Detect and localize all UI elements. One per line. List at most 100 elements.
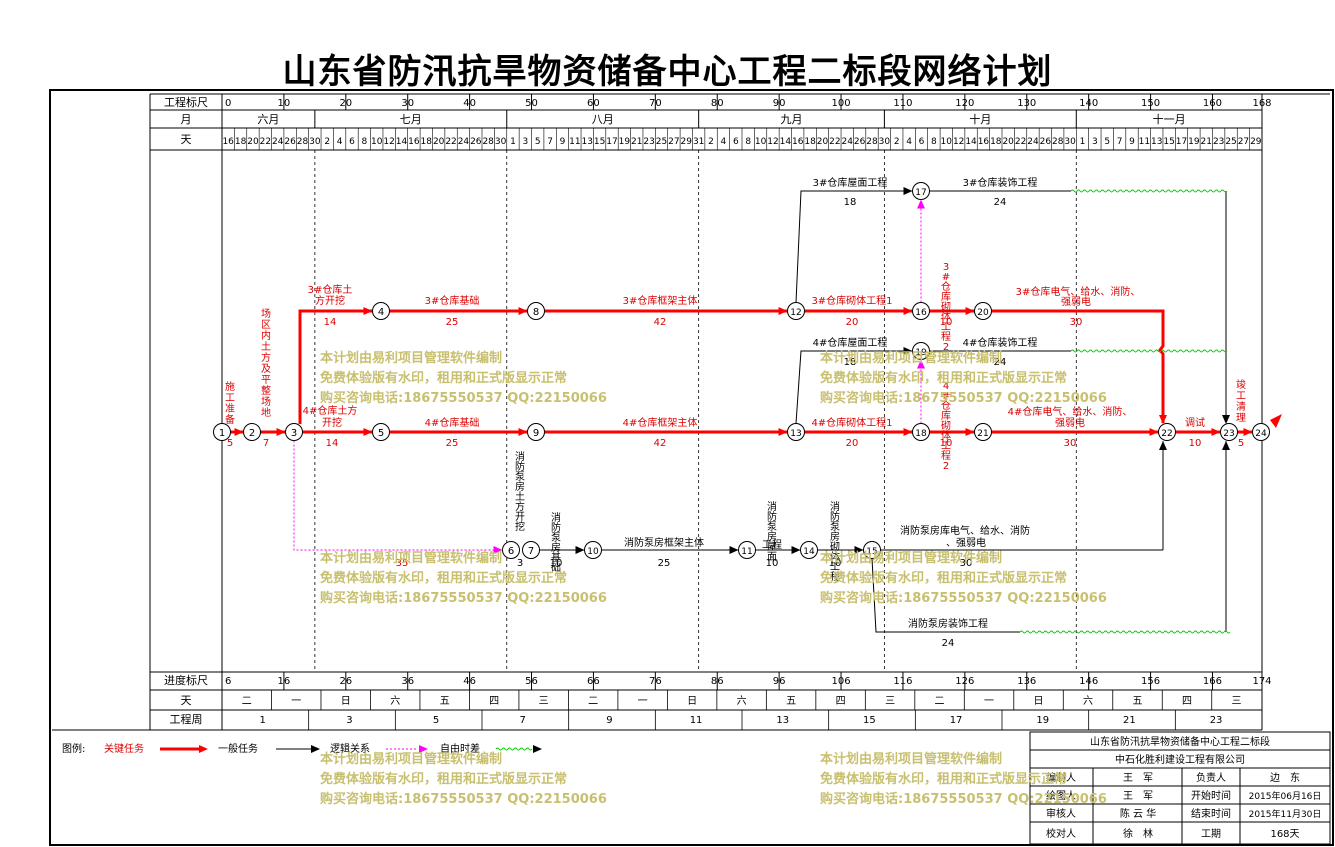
act-9-13: 4#仓库框架主体 <box>623 416 698 429</box>
day-number: 26 <box>470 137 482 147</box>
progress-tick-label: 126 <box>955 676 974 687</box>
arrowhead <box>311 745 320 753</box>
vertical-label-char: 土 <box>261 340 271 353</box>
day-number: 18 <box>421 137 433 147</box>
vertical-label-char: 及 <box>261 363 271 375</box>
vertical-label-char: 泵 <box>515 471 525 483</box>
day-number: 23 <box>643 137 654 147</box>
weekday-name: 五 <box>786 696 796 707</box>
day-number: 30 <box>495 137 507 147</box>
vertical-label-char: 仓 <box>941 280 951 293</box>
day-number: 29 <box>1250 137 1262 147</box>
scale-tick-label: 60 <box>587 98 600 109</box>
day-label: 天 <box>181 133 192 146</box>
node-label: 13 <box>790 429 801 439</box>
node-label: 18 <box>915 429 927 439</box>
day-number: 21 <box>1201 137 1212 147</box>
month-name: 十月 <box>969 112 991 126</box>
day-number: 26 <box>284 137 296 147</box>
progress-tick-label: 26 <box>339 676 352 687</box>
vertical-label-char: # <box>942 272 950 283</box>
weekday-name: 三 <box>539 696 549 707</box>
watermark-line1: 本计划由易利项目管理软件编制 <box>320 751 502 767</box>
node-7 <box>522 541 540 559</box>
legend-general: 一般任务 <box>218 742 258 755</box>
weekday-name: 二 <box>588 696 598 707</box>
scale-tick-label: 140 <box>1079 98 1098 109</box>
arrowhead <box>903 428 913 436</box>
week-number: 17 <box>950 715 963 726</box>
arrow-3-4 <box>298 309 373 424</box>
vertical-label-char: # <box>942 391 950 402</box>
act-3-5: 4#仓库土方 <box>303 404 358 417</box>
arrowhead <box>854 546 864 554</box>
watermark-line3: 购买咨询电话:18675550537 QQ:22150066 <box>820 791 1107 807</box>
day-number: 20 <box>1002 137 1014 147</box>
vertical-label-char: 础 <box>551 562 561 574</box>
day-number: 19 <box>1188 137 1200 147</box>
vertical-label-char: 程 <box>830 571 840 583</box>
watermark-line3: 购买咨询电话:18675550537 QQ:22150066 <box>320 791 607 807</box>
day-number: 28 <box>866 137 878 147</box>
node-24 <box>1252 423 1270 441</box>
vertical-label-char: 程 <box>941 450 951 462</box>
tb-label: 绘图人 <box>1046 789 1076 802</box>
weekday-name: 日 <box>687 696 697 707</box>
act-13-19: 4#仓库屋面工程 <box>813 336 888 349</box>
dur-1-2: 5 <box>227 438 233 449</box>
vertical-label-char: 土 <box>515 490 525 503</box>
dur-12-17: 18 <box>844 197 857 208</box>
vertical-label-char: 准 <box>225 403 235 415</box>
day-number: 8 <box>931 137 937 147</box>
legend-critical: 关键任务 <box>104 742 144 755</box>
node-label: 21 <box>977 429 988 439</box>
day-number: 15 <box>1163 137 1174 147</box>
node-1 <box>213 423 231 441</box>
arrowhead <box>1149 428 1159 436</box>
dur-13-19: 18 <box>844 357 857 368</box>
progress-tick-label: 96 <box>773 676 786 687</box>
vertical-label-char: 泵 <box>830 521 840 533</box>
watermark-line2: 免费体验版有水印，租用和正式版显示正常 <box>820 771 1067 787</box>
vertical-label-char: 泵 <box>551 532 561 544</box>
day-number: 3 <box>522 137 528 147</box>
node-label: 5 <box>378 428 384 439</box>
act-5-9: 4#仓库基础 <box>425 416 480 429</box>
arrowhead <box>518 428 528 436</box>
vertical-label-char: 整 <box>261 384 271 397</box>
act-4-8: 3#仓库基础 <box>425 294 480 307</box>
scale-tick-label: 130 <box>1017 98 1036 109</box>
vertical-label-char: 理 <box>1236 412 1246 424</box>
node-20 <box>974 302 992 320</box>
scale-tick-label: 100 <box>832 98 851 109</box>
scale-tick-label: 168 <box>1252 98 1271 109</box>
legend-label: 图例: <box>62 742 85 755</box>
dur-6-7: 3 <box>517 558 523 569</box>
vertical-label-char: 工 <box>941 441 951 452</box>
day-number: 15 <box>594 137 605 147</box>
vertical-label-char: 防 <box>515 460 525 473</box>
dur-4-8: 25 <box>446 317 459 328</box>
weekday-name: 一 <box>984 696 994 707</box>
week-number: 15 <box>863 715 876 726</box>
progress-label: 进度标尺 <box>164 673 208 687</box>
act-15-22: 消防泵房库电气、给水、消防 <box>900 524 1030 537</box>
node-label: 6 <box>508 546 514 557</box>
weekday-name: 日 <box>1034 696 1044 707</box>
dur-2-3: 7 <box>263 438 269 449</box>
act-19-23: 4#仓库装饰工程 <box>963 336 1038 349</box>
node-16 <box>912 302 930 320</box>
arrowhead <box>363 307 373 315</box>
day-number: 18 <box>990 137 1002 147</box>
week-number: 3 <box>346 715 352 726</box>
day-number: 11 <box>569 137 580 147</box>
node-10 <box>584 541 602 559</box>
vertical-label-char: 挖 <box>515 520 525 533</box>
tb-label: 校对人 <box>1046 827 1076 840</box>
progress-tick-label: 16 <box>278 676 291 687</box>
vertical-label-char: 面 <box>767 552 777 563</box>
act-20-22: 3#仓库电气、给水、消防、 <box>1016 285 1141 298</box>
day-number: 24 <box>842 137 854 147</box>
